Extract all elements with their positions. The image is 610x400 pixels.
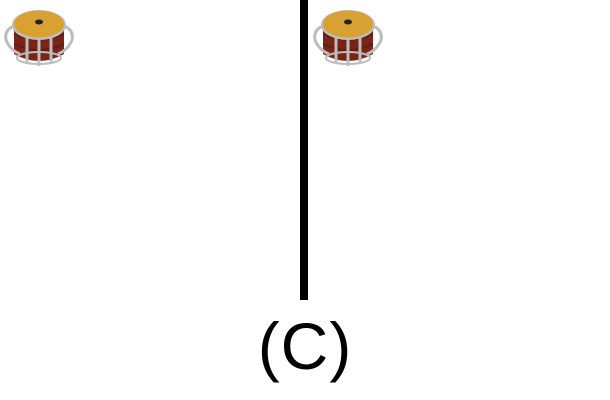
right-panel bbox=[308, 0, 610, 300]
drum-icon bbox=[4, 10, 74, 66]
figure-label: (C) bbox=[257, 309, 353, 383]
left-panel bbox=[0, 0, 300, 300]
drum-icon bbox=[313, 10, 383, 66]
vertical-divider bbox=[300, 0, 308, 300]
